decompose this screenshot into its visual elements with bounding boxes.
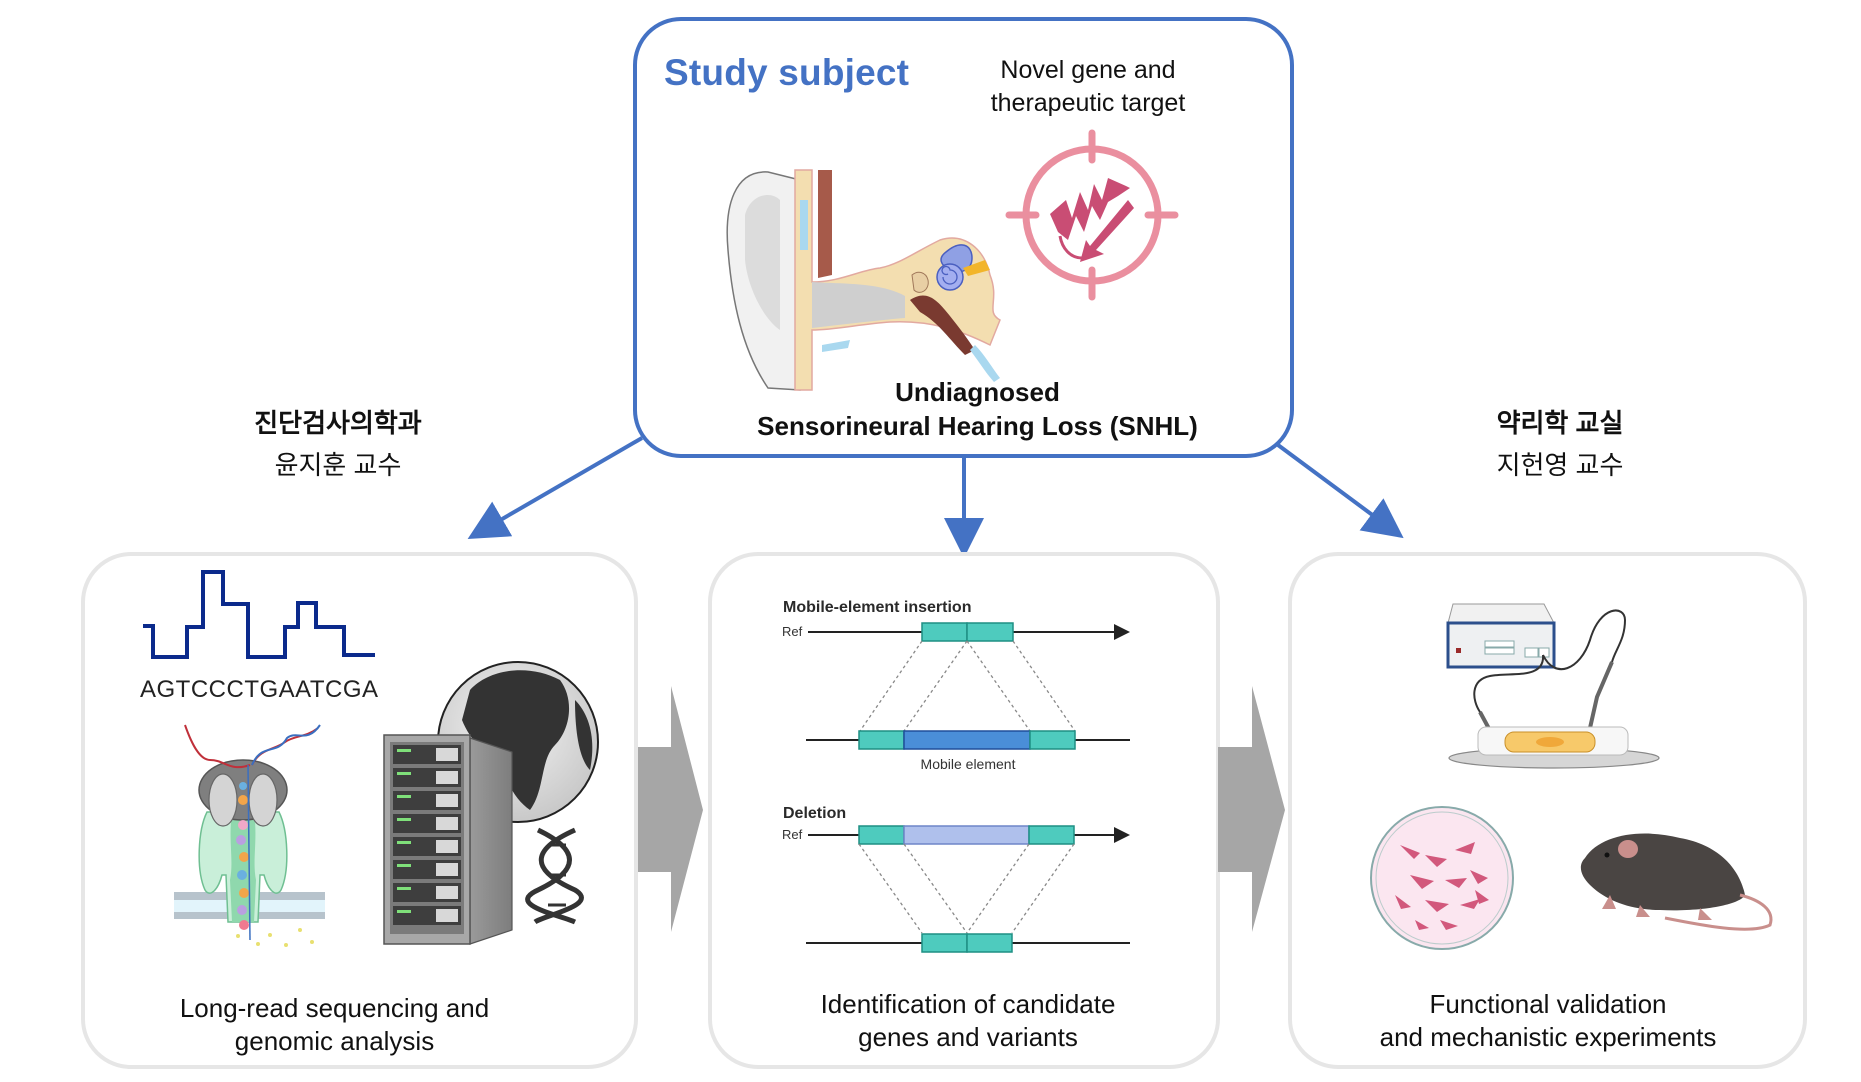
subject-label: Undiagnosed Sensorineural Hearing Loss (… <box>700 375 1255 443</box>
nanopore-icon <box>174 724 325 947</box>
server-rack-icon <box>383 734 513 945</box>
insertion-title: Mobile-element insertion <box>783 599 972 616</box>
study-subject-title: Study subject <box>664 52 910 93</box>
signal-trace-icon <box>143 570 375 659</box>
right-professor-name: 지헌영 교수 <box>1496 450 1624 480</box>
cell-culture-dish-icon <box>1370 806 1514 950</box>
deletion-title: Deletion <box>783 805 847 822</box>
deleted-segment <box>903 825 1030 845</box>
mouse-icon <box>1580 833 1773 931</box>
mobile-element-segment <box>903 730 1031 750</box>
variants-caption-line-2: genes and variants <box>858 1022 1078 1052</box>
ear-anatomy-icon <box>726 169 1001 391</box>
flow-arrow-1 <box>638 686 703 932</box>
variants-caption-line-1: Identification of candidate <box>820 989 1116 1019</box>
deletion-diagram <box>806 825 1130 953</box>
dna-sequence-text: AGTCCCTGAATCGA <box>140 676 379 703</box>
ref-segment-left <box>921 622 968 642</box>
sequencing-caption-line-2: genomic analysis <box>234 1026 435 1056</box>
flow-connectors <box>467 436 1404 558</box>
insertion-diagram <box>806 622 1130 750</box>
arrow-to-validation <box>1276 443 1404 539</box>
left-department-name: 진단검사의학과 <box>254 408 422 438</box>
left-department-label: 진단검사의학과 윤지훈 교수 <box>238 402 438 486</box>
mobile-element-label: Mobile element <box>920 756 1016 772</box>
arrow-to-sequencing <box>467 436 644 540</box>
subject-label-line-1: Undiagnosed <box>895 377 1060 407</box>
ref-segment-right <box>966 622 1014 642</box>
dna-helix-icon <box>525 827 584 925</box>
deletion-ref-label: Ref <box>782 827 803 842</box>
right-department-name: 약리학 교실 <box>1496 408 1624 438</box>
target-label-line-1: Novel gene and <box>1000 56 1176 84</box>
validation-caption-line-2: and mechanistic experiments <box>1379 1022 1717 1052</box>
flow-arrow-2 <box>1218 686 1285 932</box>
validation-caption: Functional validation and mechanistic ex… <box>1342 988 1754 1054</box>
variants-caption: Identification of candidate genes and va… <box>768 988 1168 1054</box>
subject-label-line-2: Sensorineural Hearing Loss (SNHL) <box>757 411 1198 441</box>
sequencing-caption-line-1: Long-read sequencing and <box>179 993 490 1023</box>
therapeutic-target-label: Novel gene and therapeutic target <box>968 54 1208 120</box>
target-label-line-2: therapeutic target <box>990 89 1186 117</box>
right-department-label: 약리학 교실 지헌영 교수 <box>1460 402 1660 486</box>
left-professor-name: 윤지훈 교수 <box>274 450 402 480</box>
protein-target-icon <box>1005 129 1179 301</box>
electrophysiology-rig-icon <box>1446 603 1660 769</box>
sequencing-caption: Long-read sequencing and genomic analysi… <box>132 992 537 1058</box>
insertion-ref-label: Ref <box>782 624 803 639</box>
validation-caption-line-1: Functional validation <box>1429 989 1667 1019</box>
